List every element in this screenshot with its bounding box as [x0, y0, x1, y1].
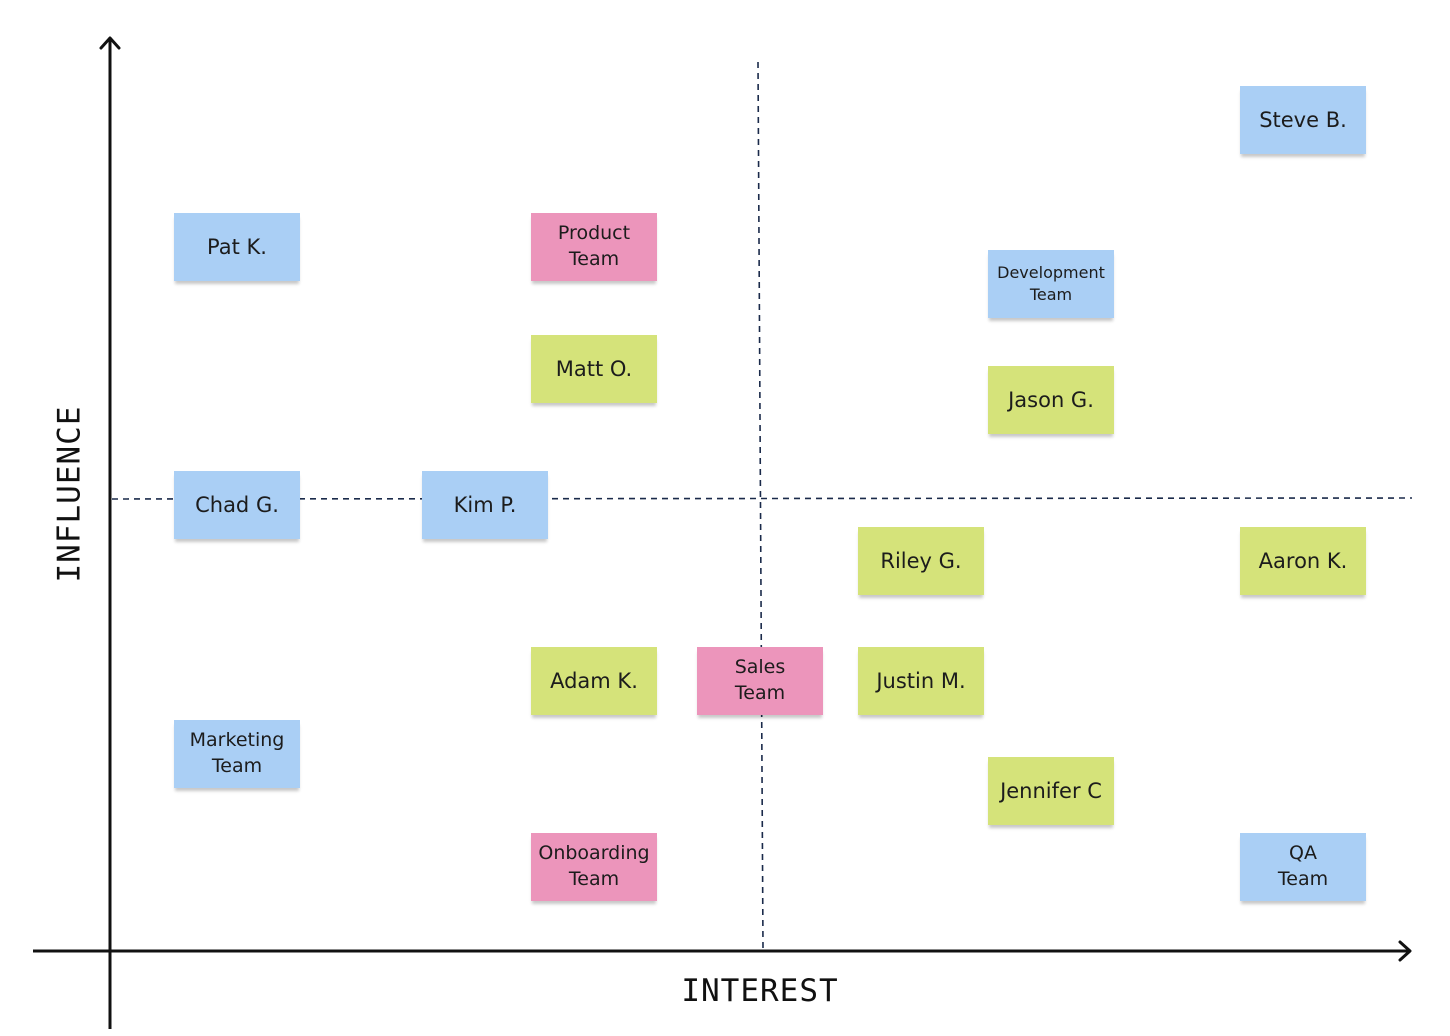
- sticky-note-development-team[interactable]: Development Team: [988, 250, 1114, 318]
- x-axis-arrow-icon: [1398, 940, 1412, 962]
- sticky-note-pat-k[interactable]: Pat K.: [174, 213, 300, 281]
- note-label: Development Team: [997, 263, 1105, 304]
- y-axis-arrow-icon: [99, 36, 121, 50]
- sticky-note-sales-team[interactable]: Sales Team: [697, 647, 823, 715]
- sticky-note-adam-k[interactable]: Adam K.: [531, 647, 657, 715]
- sticky-note-jennifer-c[interactable]: Jennifer C: [988, 757, 1114, 825]
- x-axis-label: INTEREST: [681, 973, 839, 1009]
- sticky-note-justin-m[interactable]: Justin M.: [858, 647, 984, 715]
- sticky-note-aaron-k[interactable]: Aaron K.: [1240, 527, 1366, 595]
- note-label: Steve B.: [1259, 107, 1347, 132]
- note-label: Kim P.: [453, 492, 517, 517]
- sticky-note-marketing-team[interactable]: Marketing Team: [174, 720, 300, 788]
- note-label: Adam K.: [550, 668, 638, 693]
- note-label: Aaron K.: [1258, 548, 1348, 573]
- note-label: Marketing Team: [189, 729, 285, 777]
- note-label: QA Team: [1277, 842, 1329, 890]
- note-label: Onboarding Team: [538, 842, 650, 890]
- note-label: Jennifer C: [1000, 778, 1102, 803]
- note-label: Jason G.: [1008, 387, 1094, 412]
- sticky-note-onboarding-team[interactable]: Onboarding Team: [531, 833, 657, 901]
- sticky-note-jason-g[interactable]: Jason G.: [988, 366, 1114, 434]
- sticky-note-product-team[interactable]: Product Team: [531, 213, 657, 281]
- note-label: Product Team: [557, 222, 631, 270]
- sticky-note-chad-g[interactable]: Chad G.: [174, 471, 300, 539]
- note-label: Matt O.: [555, 356, 633, 381]
- sticky-note-steve-b[interactable]: Steve B.: [1240, 86, 1366, 154]
- note-label: Justin M.: [876, 668, 966, 693]
- note-label: Pat K.: [207, 234, 267, 259]
- vertical-divider: [757, 61, 764, 949]
- y-axis-label: INFLUENCE: [51, 405, 88, 583]
- sticky-note-qa-team[interactable]: QA Team: [1240, 833, 1366, 901]
- note-label: Riley G.: [880, 548, 962, 573]
- note-label: Chad G.: [195, 492, 279, 517]
- sticky-note-kim-p[interactable]: Kim P.: [422, 471, 548, 539]
- sticky-note-matt-o[interactable]: Matt O.: [531, 335, 657, 403]
- note-label: Sales Team: [734, 656, 786, 704]
- sticky-note-riley-g[interactable]: Riley G.: [858, 527, 984, 595]
- horizontal-divider: [111, 497, 1413, 500]
